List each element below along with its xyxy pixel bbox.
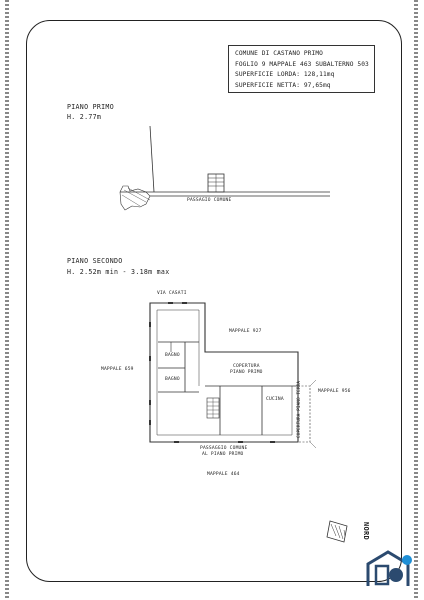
- parcel-north-label: MAPPALE 927: [229, 329, 262, 334]
- north-label: NORD: [362, 522, 370, 541]
- info-line-net-area: SUPERFICIE NETTA: 97,65mq: [235, 81, 331, 89]
- north-arrow: [326, 520, 348, 543]
- cadastral-info-box: COMUNE DI CASTANO PRIMO FOGLIO 9 MAPPALE…: [228, 45, 375, 93]
- common-passage-line2: AL PIANO PRIMO: [202, 452, 244, 457]
- floor2-height: H. 2.52m min - 3.18m max: [67, 268, 170, 276]
- room-bath-1: BAGNO: [165, 353, 180, 358]
- outer-wall: [149, 302, 299, 443]
- window-marks: [149, 302, 275, 443]
- room-bath-2: BAGNO: [165, 377, 180, 382]
- roof-label-line1: COPERTURA: [233, 364, 260, 369]
- stair-block: [119, 185, 151, 211]
- sheet-edge-right: [414, 0, 418, 600]
- floor2-title: PIANO SECONDO: [67, 257, 123, 265]
- roof-ground-floor-label: COPERTURA PIANO TERRA: [296, 380, 301, 438]
- drawing-frame: [26, 20, 402, 582]
- room-kitchen: CUCINA: [266, 397, 284, 402]
- info-line-gross-area: SUPERFICIE LORDA: 128,11mq: [235, 71, 335, 78]
- floor1-height: H. 2.77m: [67, 113, 102, 121]
- boundary-line: [149, 125, 155, 193]
- floor2-plan: [149, 302, 317, 449]
- street-label: VIA CASATI: [157, 291, 187, 296]
- house-logo-icon: [366, 550, 412, 586]
- roof-label-line2: PIANO PRIMO: [230, 370, 263, 375]
- parcel-south-label: MAPPALE 464: [207, 472, 240, 477]
- info-line-parcel: FOGLIO 9 MAPPALE 463 SUBALTERNO 503: [235, 60, 369, 68]
- parcel-west-label: MAPPALE 659: [101, 367, 134, 372]
- floor1-title: PIANO PRIMO: [67, 103, 114, 111]
- common-passage-line1: PASSAGGIO COMUNE: [200, 446, 248, 451]
- info-line-municipality: COMUNE DI CASTANO PRIMO: [235, 50, 323, 57]
- sheet-edge-left: [5, 0, 9, 600]
- parcel-east-label: MAPPALE 956: [318, 389, 351, 394]
- floor1-plan: [119, 125, 330, 211]
- floor1-passage-label: PASSAGIO COMUNE: [187, 198, 232, 203]
